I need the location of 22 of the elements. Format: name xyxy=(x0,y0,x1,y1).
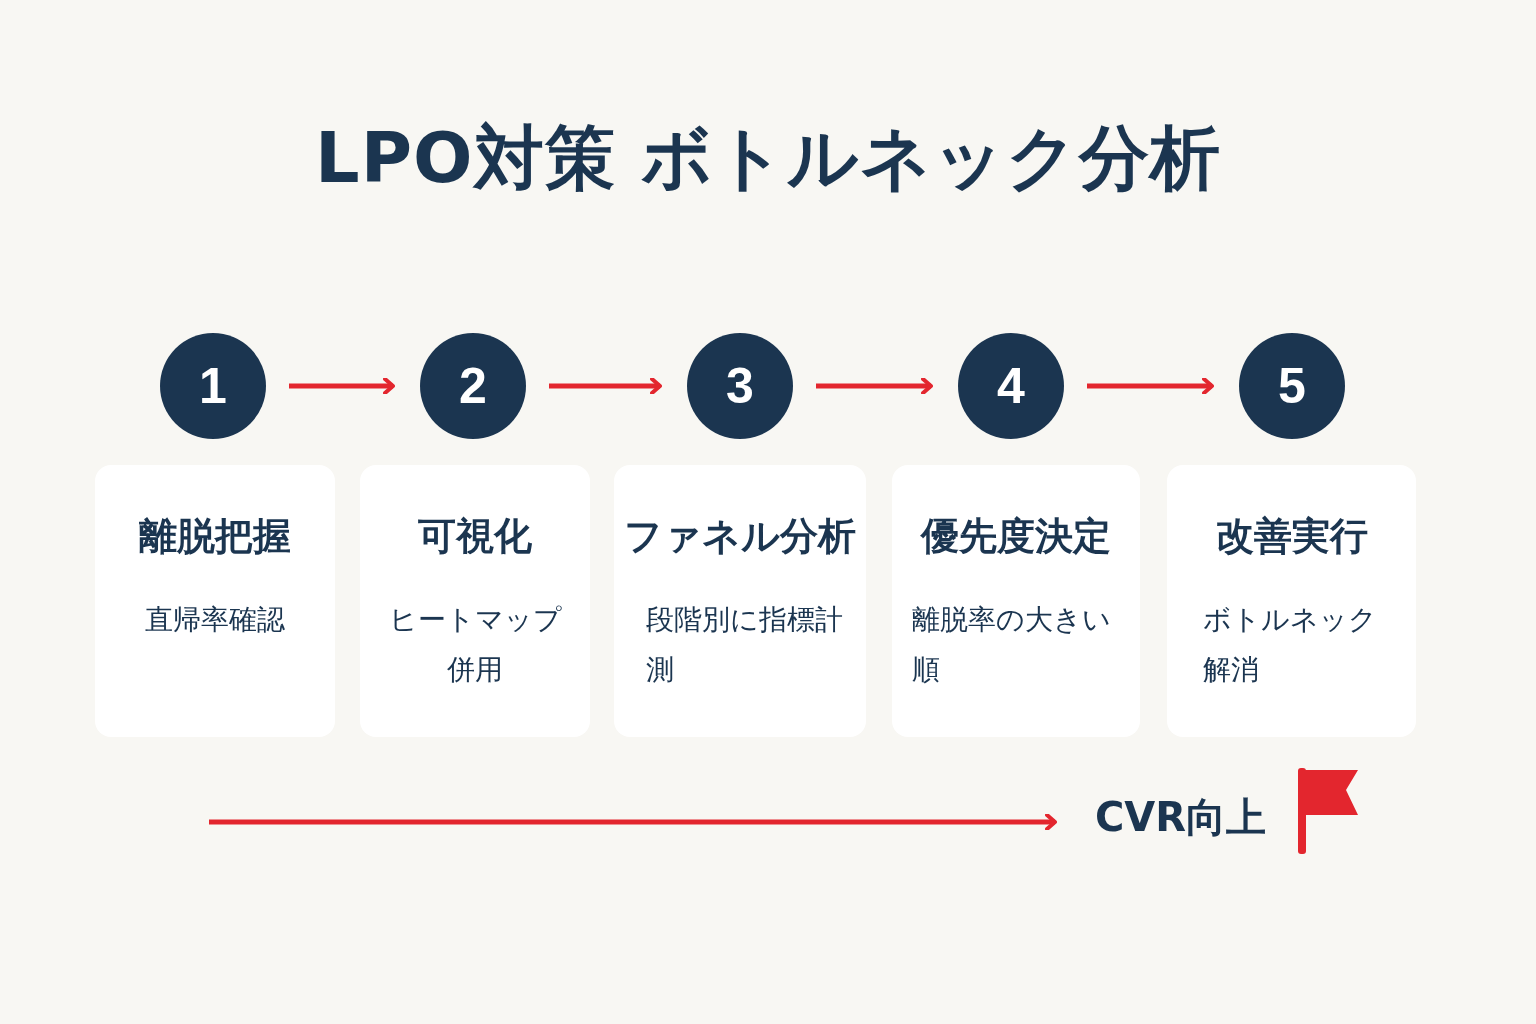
arrow xyxy=(209,813,1057,831)
arrow xyxy=(289,377,395,395)
step-number-circle: 4 xyxy=(958,333,1064,439)
arrow xyxy=(816,377,933,395)
step-heading: 可視化 xyxy=(417,513,533,560)
arrow xyxy=(1087,377,1214,395)
step-heading: 離脱把握 xyxy=(138,513,292,560)
step-description: 離脱率の大きい順 xyxy=(912,602,1112,688)
step-heading: ファネル分析 xyxy=(623,513,857,560)
step-heading: 優先度決定 xyxy=(919,513,1112,560)
step-description: 段階別に指標計測 xyxy=(646,602,844,688)
step-number-circle: 3 xyxy=(687,333,793,439)
step-description: ボトルネック解消 xyxy=(1203,602,1378,688)
step-number-circle: 5 xyxy=(1239,333,1345,439)
goal-label: CVR向上 xyxy=(1095,790,1280,842)
arrow xyxy=(549,377,662,395)
step-number-circle: 2 xyxy=(420,333,526,439)
step-description: ヒートマップ併用 xyxy=(387,602,563,688)
step-number-circle: 1 xyxy=(160,333,266,439)
step-heading: 改善実行 xyxy=(1214,513,1369,560)
step-description: 直帰率確認 xyxy=(144,602,286,638)
title: LPO対策 ボトルネック分析 xyxy=(314,116,1222,201)
